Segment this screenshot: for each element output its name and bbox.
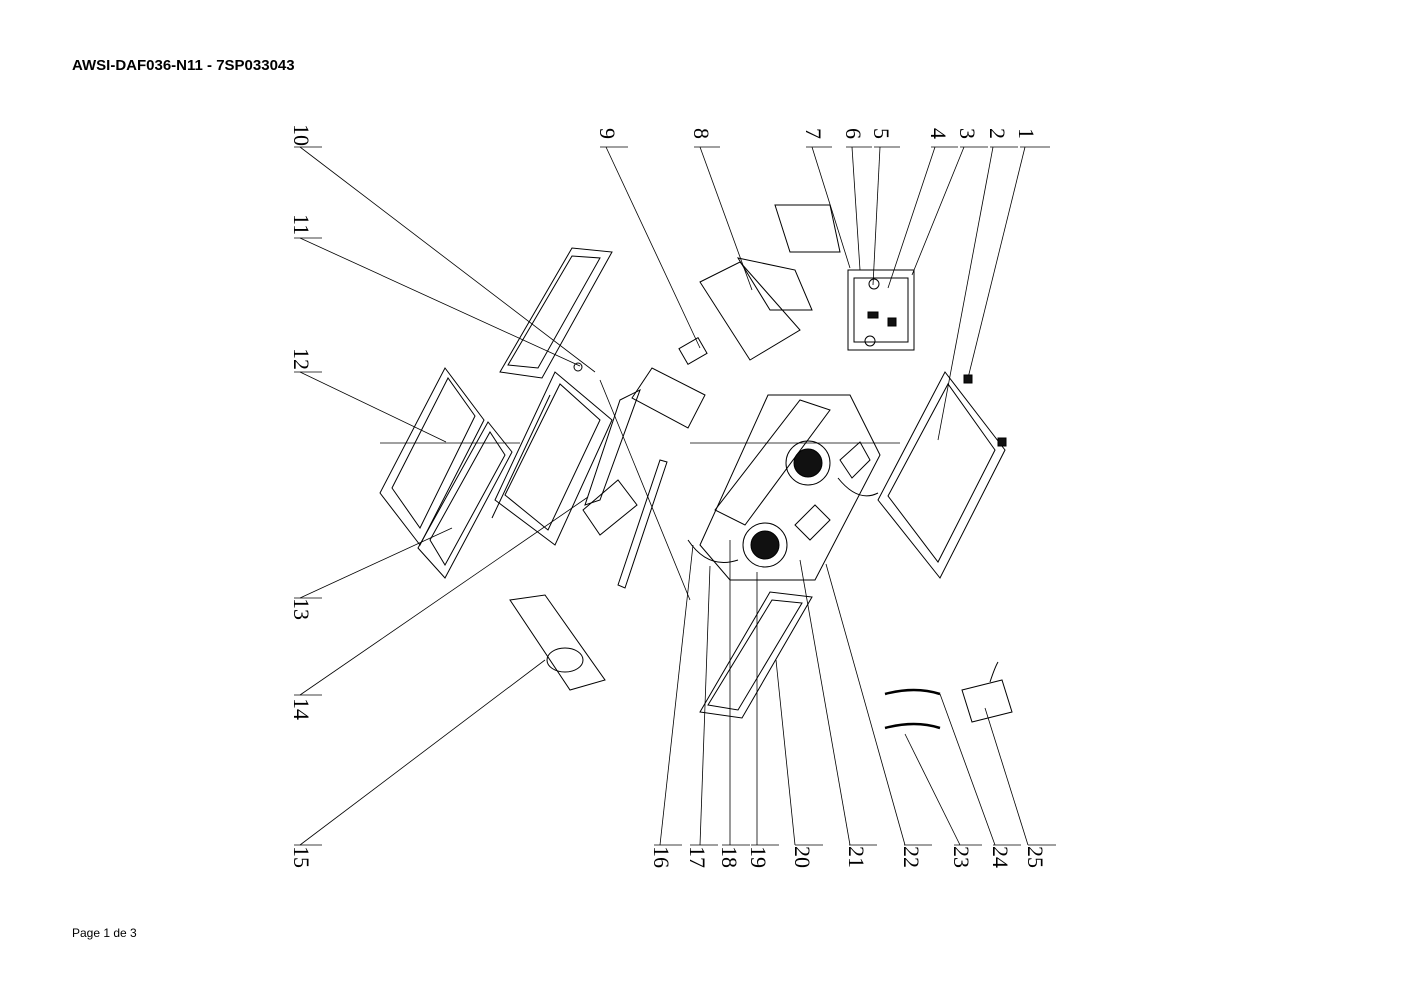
callout-15: 15	[289, 846, 314, 868]
callout-10: 10	[289, 124, 314, 146]
callout-8: 8	[689, 128, 714, 139]
page-footer: Page 1 de 3	[72, 926, 137, 940]
callout-11: 11	[289, 214, 314, 235]
callout-25: 25	[1023, 846, 1048, 868]
callout-13: 13	[289, 598, 314, 620]
callout-24: 24	[988, 846, 1013, 868]
callout-1: 1	[1014, 128, 1039, 139]
callout-21: 21	[844, 846, 869, 868]
callout-19: 19	[746, 846, 771, 868]
callout-3: 3	[955, 128, 980, 139]
parts	[379, 204, 1013, 730]
callout-7: 7	[801, 128, 826, 139]
callout-16: 16	[649, 846, 674, 868]
callout-23: 23	[949, 846, 974, 868]
callout-6: 6	[841, 128, 866, 139]
callout-20: 20	[790, 846, 815, 868]
callout-labels: 1 2 3 4 5 6 7 8 9 10 11 12 13 14 15 16 1…	[289, 124, 1048, 868]
callout-2: 2	[985, 128, 1010, 139]
page-title: AWSI-DAF036-N11 - 7SP033043	[72, 57, 295, 74]
callout-14: 14	[289, 698, 314, 720]
callout-4: 4	[926, 128, 951, 139]
callout-18: 18	[717, 846, 742, 868]
callout-12: 12	[289, 348, 314, 370]
callout-9: 9	[595, 128, 620, 139]
callout-rules	[294, 146, 1056, 846]
callout-17: 17	[685, 846, 710, 868]
leader-lines	[299, 146, 1029, 846]
callout-22: 22	[899, 846, 924, 868]
callout-5: 5	[869, 128, 894, 139]
